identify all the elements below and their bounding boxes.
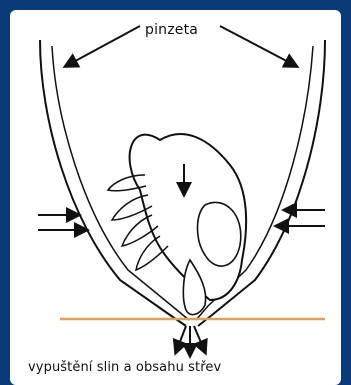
label-arrow-left xyxy=(66,26,140,66)
label-arrow-right xyxy=(220,26,296,66)
release-arrow-left xyxy=(176,326,186,352)
release-label: vypuštění slin a obsahu střev xyxy=(28,360,221,375)
tweezers-label: pinzeta xyxy=(145,22,198,38)
release-arrow-right xyxy=(194,326,205,352)
